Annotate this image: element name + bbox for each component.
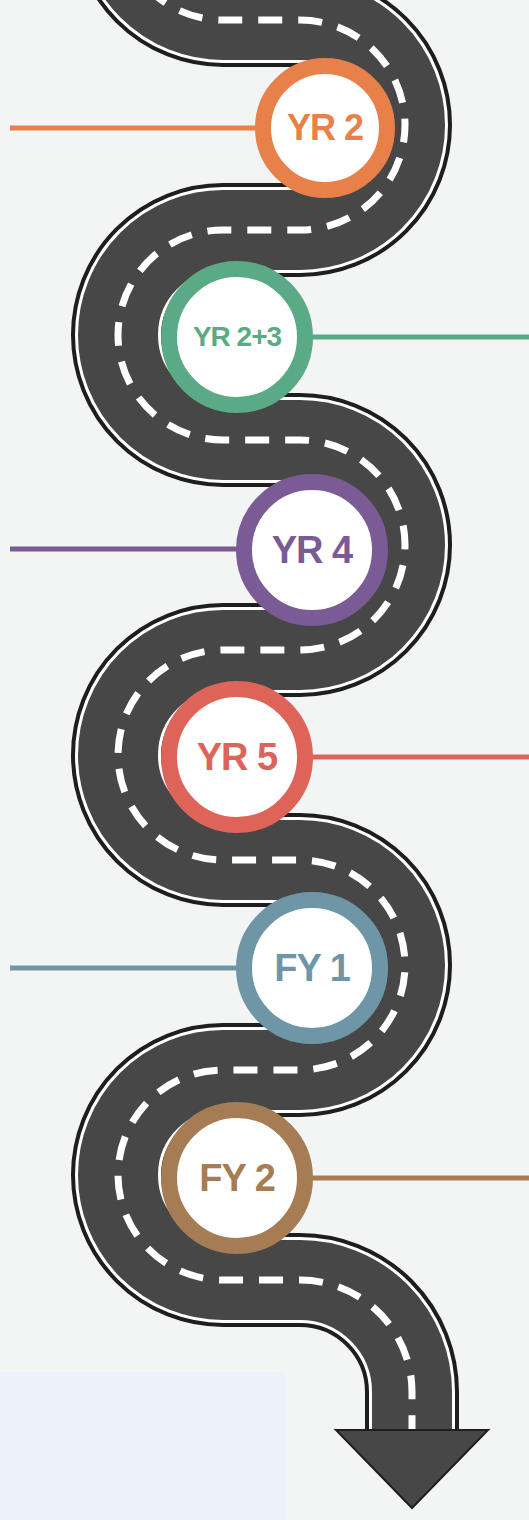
leader-line bbox=[300, 755, 529, 760]
stage-circle: YR 2+3 bbox=[161, 261, 313, 413]
stage-circle: FY 1 bbox=[236, 892, 388, 1044]
road bbox=[118, 0, 412, 1440]
road-arrowhead bbox=[336, 1430, 488, 1508]
leader-line bbox=[10, 126, 260, 131]
stage-label: YR 4 bbox=[272, 529, 352, 572]
road-outline bbox=[118, 0, 412, 1440]
leader-line bbox=[10, 547, 240, 552]
circle-ring bbox=[244, 482, 380, 618]
circle-ring bbox=[169, 1110, 305, 1246]
stage-circle: YR 4 bbox=[236, 474, 388, 626]
road-edge bbox=[118, 0, 412, 1440]
stage-circle: FY 2 bbox=[161, 1102, 313, 1254]
circle-ring bbox=[263, 66, 387, 190]
stage-circle: YR 2 bbox=[255, 58, 395, 198]
road-surface bbox=[118, 0, 412, 1440]
leader-line bbox=[300, 335, 529, 340]
stage-label: YR 2 bbox=[287, 107, 363, 149]
stage-label: YR 2+3 bbox=[193, 321, 281, 353]
road-center-dashes bbox=[118, 0, 412, 1430]
stage-circle: YR 5 bbox=[161, 681, 313, 833]
circle-ring bbox=[169, 269, 305, 405]
stage-label: YR 5 bbox=[197, 736, 277, 779]
leader-line bbox=[10, 966, 240, 971]
background-panel bbox=[0, 1372, 285, 1520]
circle-ring bbox=[169, 689, 305, 825]
circle-ring bbox=[244, 900, 380, 1036]
stage-label: FY 2 bbox=[199, 1157, 275, 1200]
leader-line bbox=[300, 1176, 529, 1181]
stage-label: FY 1 bbox=[274, 947, 350, 990]
